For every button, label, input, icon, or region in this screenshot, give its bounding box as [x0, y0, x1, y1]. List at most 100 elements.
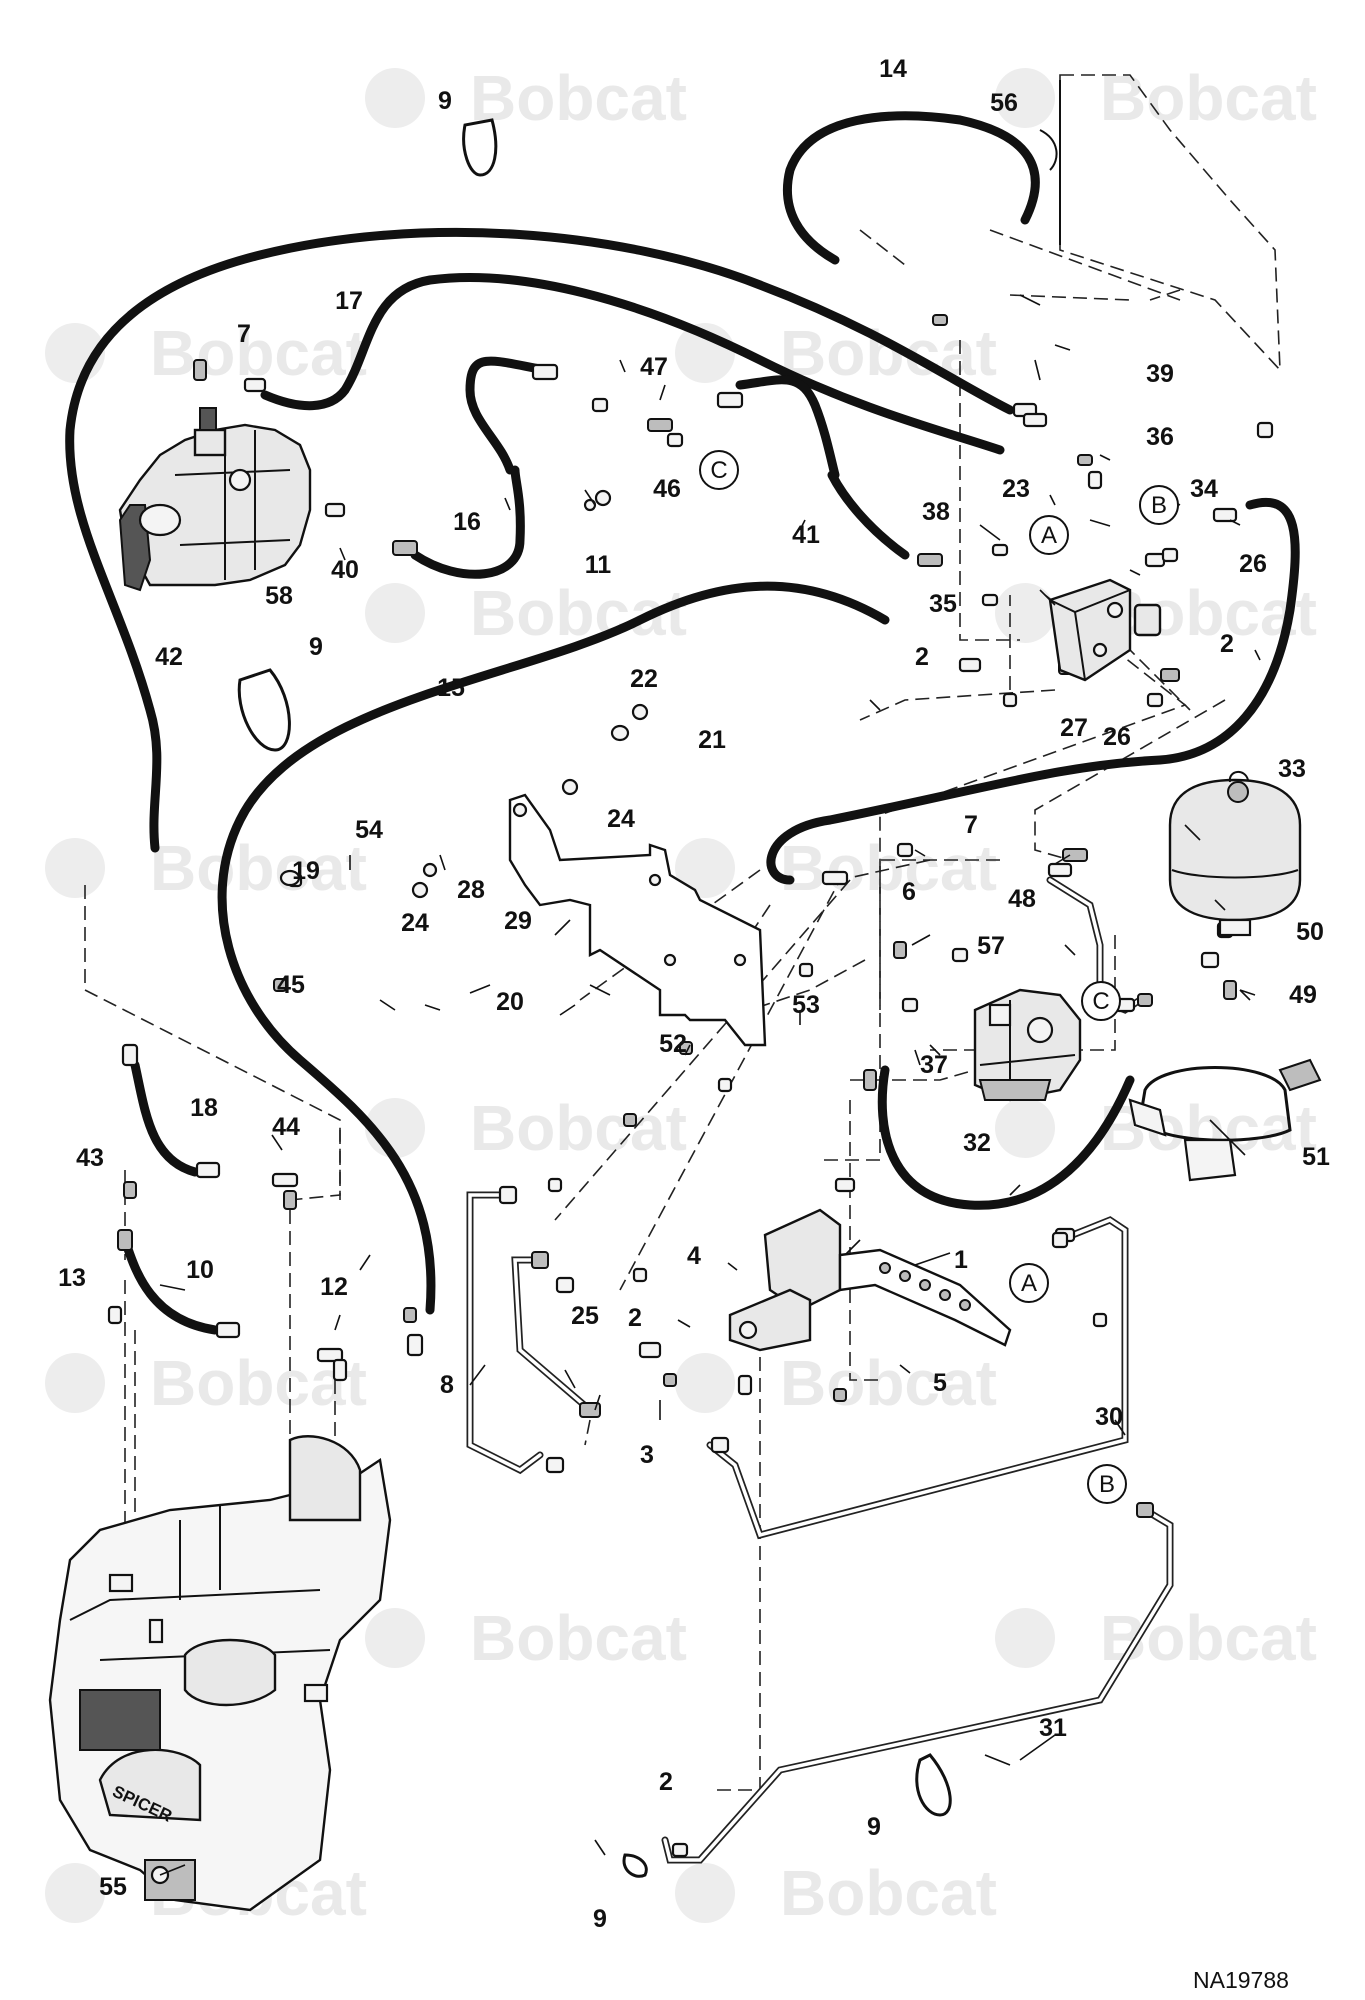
watermark: Bobcat — [675, 1857, 997, 1929]
part-label-19: 19 — [292, 857, 320, 885]
pedal-holes — [879, 1262, 971, 1311]
fitting — [117, 1229, 133, 1251]
leader-line — [1229, 519, 1241, 526]
leader-line — [869, 699, 881, 711]
fitting — [1200, 951, 1220, 969]
part-label-20: 20 — [496, 988, 524, 1016]
watermark-text: Bobcat — [470, 62, 687, 134]
part-label-42: 42 — [155, 643, 183, 671]
fitting — [316, 1347, 344, 1363]
washer — [610, 724, 630, 742]
fitting — [1137, 993, 1153, 1007]
leader-line — [1089, 519, 1111, 527]
watermark-text: Bobcat — [1100, 1602, 1317, 1674]
leader-line — [1184, 824, 1201, 841]
fitting — [821, 870, 849, 886]
leader-line — [684, 1044, 691, 1056]
part-label-9: 9 — [867, 1813, 881, 1841]
fitting — [1161, 547, 1179, 563]
part-label-34: 34 — [1190, 475, 1218, 503]
watermark: Bobcat — [675, 1347, 997, 1419]
leader-line — [584, 489, 596, 506]
fitting — [896, 842, 914, 858]
fitting — [1002, 692, 1018, 708]
part-label-1: 1 — [954, 1246, 968, 1274]
leader-line — [1054, 344, 1071, 351]
fitting — [107, 1305, 123, 1325]
fitting — [193, 359, 207, 381]
washer — [631, 703, 649, 721]
leader-line — [1129, 569, 1141, 576]
part-label-16: 16 — [453, 508, 481, 536]
watermark: Bobcat — [995, 62, 1317, 134]
leader-line — [1214, 899, 1226, 911]
callout-a: A — [1009, 1263, 1049, 1303]
clamp — [237, 668, 291, 752]
part-label-26: 26 — [1239, 550, 1267, 578]
leader-line — [159, 1864, 186, 1876]
leader-line — [334, 1314, 341, 1331]
watermark: Bobcat — [45, 317, 367, 389]
part-label-28: 28 — [457, 876, 485, 904]
flex-hoses — [65, 111, 1300, 1335]
leader-line — [914, 849, 926, 857]
fittings — [107, 314, 1274, 1858]
fitting — [1256, 421, 1274, 439]
leader-line — [1209, 1119, 1246, 1156]
fitting — [531, 363, 559, 381]
part-label-44: 44 — [272, 1113, 300, 1141]
fitting — [717, 1077, 733, 1093]
part-label-51: 51 — [1302, 1143, 1330, 1171]
fitting — [716, 391, 744, 409]
fitting — [121, 1043, 139, 1067]
leader-line — [974, 439, 991, 451]
fitting — [671, 1842, 689, 1858]
leader-line — [911, 934, 931, 946]
fitting — [1087, 470, 1103, 490]
part-label-26: 26 — [1103, 723, 1131, 751]
part-label-48: 48 — [1008, 885, 1036, 913]
fitting — [1223, 980, 1237, 1000]
watermark-text: Bobcat — [150, 832, 367, 904]
hose-41 — [735, 375, 910, 560]
fitting — [1092, 1312, 1108, 1328]
fitting — [1144, 552, 1166, 568]
leader-line — [984, 1754, 1011, 1766]
rigid-tubes — [466, 876, 1174, 1864]
fitting — [638, 1341, 662, 1359]
part-label-25: 25 — [571, 1302, 599, 1330]
leader-line — [1049, 494, 1056, 506]
leader-line — [271, 1134, 283, 1151]
leader-line — [1099, 454, 1111, 461]
part-label-23: 23 — [1002, 475, 1030, 503]
fitting — [1136, 1502, 1154, 1518]
watermark: Bobcat — [995, 1602, 1317, 1674]
fitting — [1022, 412, 1048, 428]
part-label-52: 52 — [659, 1030, 687, 1058]
hose-33 — [766, 497, 1300, 885]
fitting — [1146, 692, 1164, 708]
callout-c: C — [1081, 981, 1121, 1021]
fitting — [392, 540, 418, 556]
part-label-45: 45 — [277, 971, 305, 999]
fitting — [663, 1373, 677, 1387]
part-label-27: 27 — [1060, 714, 1088, 742]
fitting — [901, 997, 919, 1013]
watermark-text: Bobcat — [780, 317, 997, 389]
watermark: Bobcat — [45, 832, 367, 904]
fitting — [579, 1402, 601, 1418]
part-label-57: 57 — [977, 932, 1005, 960]
leader-line — [594, 1839, 606, 1856]
hose-16 — [410, 356, 550, 579]
leader-line — [1039, 589, 1056, 606]
part-label-31: 31 — [1039, 1714, 1067, 1742]
part-label-12: 12 — [320, 1273, 348, 1301]
leader-line — [439, 854, 446, 871]
part-label-14: 14 — [879, 55, 907, 83]
fitting — [1077, 454, 1093, 466]
washer — [561, 778, 579, 796]
accumulator-50 — [1168, 771, 1302, 937]
